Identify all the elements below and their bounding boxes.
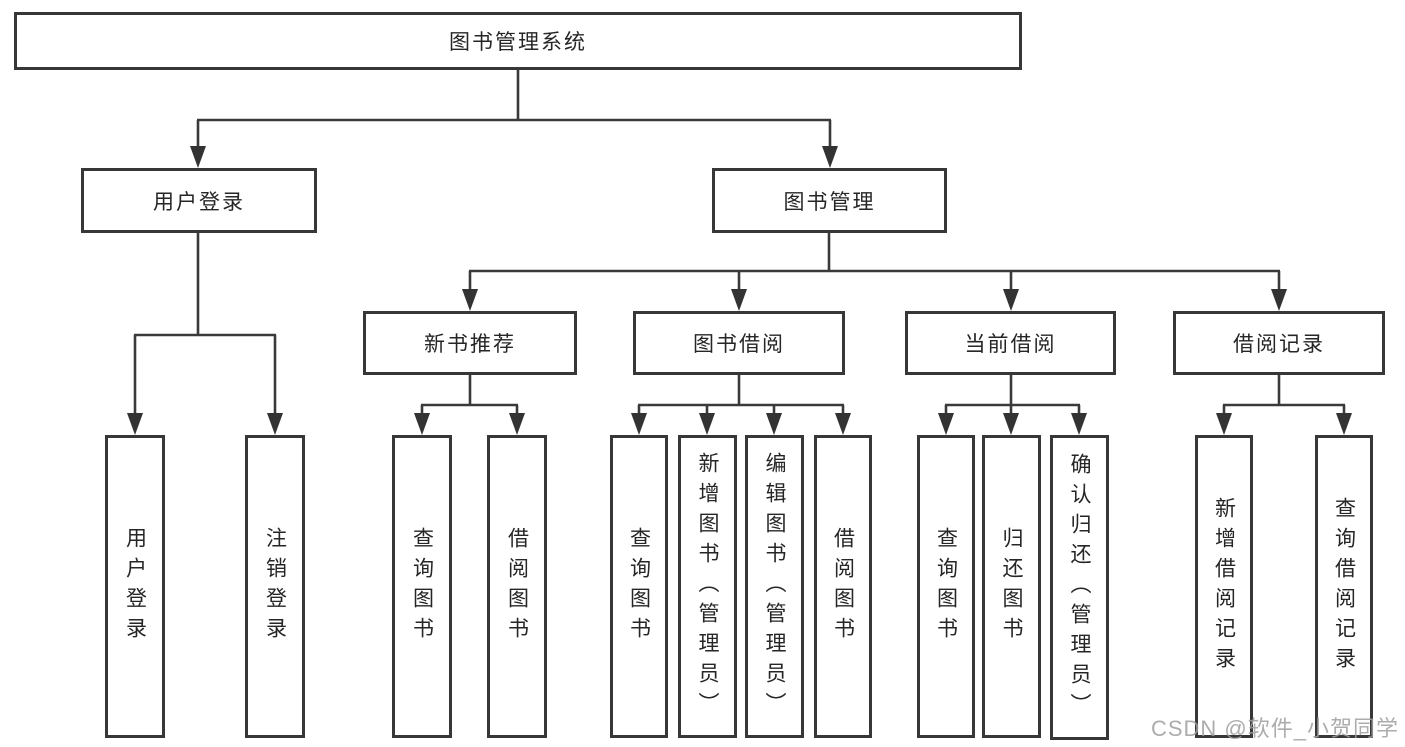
node-borrow-records: 借阅记录: [1173, 311, 1385, 375]
leaf-br-query-record-label: 查询借阅记录: [1332, 496, 1356, 677]
leaf-nbr-borrow-books-label: 借阅图书: [505, 526, 529, 647]
connector-user-login-to-leaves: [127, 233, 283, 435]
watermark: CSDN @软件_小贺同学: [1151, 711, 1399, 743]
leaf-cb-return-books: 归还图书: [982, 435, 1041, 738]
leaf-logout: 注销登录: [245, 435, 305, 738]
node-current-borrow-label: 当前借阅: [964, 333, 1057, 356]
leaf-br-add-record-label: 新增借阅记录: [1212, 496, 1236, 677]
node-book-management-label: 图书管理: [783, 190, 876, 214]
connector-new-book-recommend-to-leaves: [414, 375, 525, 435]
leaf-cb-confirm-return-admin-label: 确认归还（管理员）: [1068, 452, 1091, 723]
leaf-cb-return-books-label: 归还图书: [1000, 526, 1023, 647]
node-new-book-recommend: 新书推荐: [363, 311, 577, 375]
node-book-borrow: 图书借阅: [633, 311, 845, 375]
leaf-cb-query-books: 查询图书: [917, 435, 975, 738]
leaf-cb-confirm-return-admin: 确认归还（管理员）: [1050, 435, 1109, 740]
leaf-bb-edit-books-admin: 编辑图书（管理员）: [745, 435, 804, 738]
connector-current-borrow-to-leaves: [938, 375, 1087, 435]
leaf-nbr-query-books: 查询图书: [392, 435, 452, 738]
connector-book-management-to-groups: [462, 233, 1287, 311]
node-root-label: 图书管理系统: [449, 31, 587, 54]
connector-borrow-records-to-leaves: [1216, 375, 1352, 435]
leaf-cb-query-books-label: 查询图书: [934, 526, 958, 647]
node-user-login: 用户登录: [81, 168, 317, 233]
leaf-logout-label: 注销登录: [263, 526, 287, 647]
leaf-user-login: 用户登录: [105, 435, 165, 738]
leaf-br-add-record: 新增借阅记录: [1195, 435, 1253, 738]
leaf-nbr-query-books-label: 查询图书: [410, 526, 434, 647]
node-root: 图书管理系统: [14, 12, 1022, 70]
leaf-bb-query-books: 查询图书: [610, 435, 668, 738]
leaf-bb-query-books-label: 查询图书: [627, 526, 651, 647]
node-borrow-records-label: 借阅记录: [1233, 333, 1325, 356]
leaf-nbr-borrow-books: 借阅图书: [487, 435, 547, 738]
connector-root-to-level2: [190, 70, 838, 168]
node-user-login-label: 用户登录: [153, 190, 245, 214]
leaf-bb-edit-books-admin-label: 编辑图书（管理员）: [763, 451, 786, 722]
node-current-borrow: 当前借阅: [905, 311, 1116, 375]
node-book-management: 图书管理: [712, 168, 947, 233]
leaf-br-query-record: 查询借阅记录: [1315, 435, 1373, 738]
leaf-bb-add-books-admin-label: 新增图书（管理员）: [696, 451, 719, 722]
watermark-text: CSDN @软件_小贺同学: [1150, 716, 1399, 741]
node-book-borrow-label: 图书借阅: [693, 333, 785, 356]
connector-book-borrow-to-leaves: [631, 375, 851, 435]
leaf-bb-borrow-books: 借阅图书: [814, 435, 872, 738]
node-new-book-recommend-label: 新书推荐: [424, 333, 516, 356]
leaf-bb-borrow-books-label: 借阅图书: [831, 526, 855, 647]
leaf-user-login-label: 用户登录: [123, 526, 147, 647]
leaf-bb-add-books-admin: 新增图书（管理员）: [678, 435, 737, 738]
